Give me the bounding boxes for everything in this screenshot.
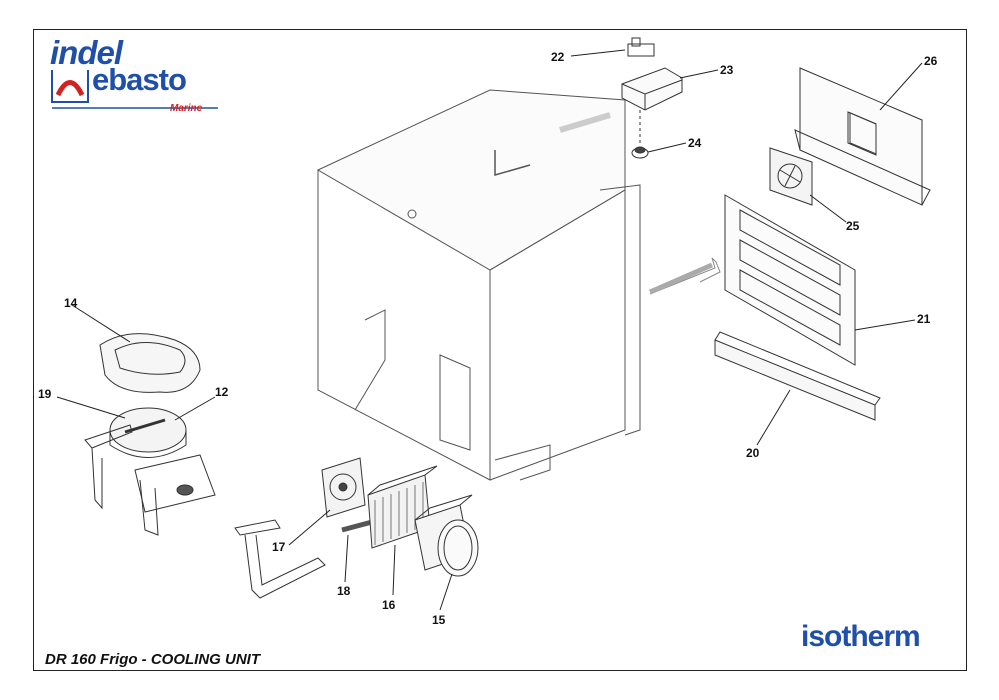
diagram-title: DR 160 Frigo - COOLING UNIT bbox=[45, 651, 261, 668]
callout-25: 25 bbox=[846, 219, 860, 233]
callout-20: 20 bbox=[746, 446, 760, 460]
part-26-bracket bbox=[794, 67, 931, 206]
cabinet bbox=[316, 89, 721, 481]
part-15-fan-housing bbox=[414, 494, 479, 577]
part-14-cover bbox=[99, 333, 201, 393]
part-22-thermostat bbox=[627, 37, 655, 57]
callout-21: 21 bbox=[917, 312, 931, 326]
isotherm-logo: isotherm bbox=[801, 620, 921, 653]
webasto-logo: ebasto bbox=[92, 62, 187, 97]
marine-logo: Marine bbox=[170, 103, 203, 114]
callout-18: 18 bbox=[337, 584, 351, 598]
part-24-knob bbox=[631, 146, 649, 159]
callout-17: 17 bbox=[272, 540, 286, 554]
part-12-compressor bbox=[109, 407, 187, 458]
leader-lines bbox=[56, 49, 923, 611]
part-21-evaporator bbox=[724, 194, 856, 366]
callout-15: 15 bbox=[432, 613, 446, 627]
indel-logo: indel bbox=[50, 34, 123, 71]
callout-26: 26 bbox=[924, 54, 938, 68]
compressor-brackets bbox=[84, 424, 216, 536]
part-20-tray bbox=[714, 331, 881, 421]
part-18-drier bbox=[341, 519, 373, 533]
part-25-fan bbox=[769, 147, 813, 206]
callout-16: 16 bbox=[382, 598, 396, 612]
bottom-bracket bbox=[234, 519, 326, 599]
callout-12: 12 bbox=[215, 385, 229, 399]
callout-14: 14 bbox=[64, 296, 78, 310]
part-23-cover bbox=[621, 67, 683, 111]
part-16-condenser bbox=[367, 465, 438, 549]
callout-24: 24 bbox=[688, 136, 702, 150]
callout-22: 22 bbox=[551, 50, 565, 64]
part-17-fan bbox=[321, 457, 366, 518]
callout-23: 23 bbox=[720, 63, 734, 77]
webasto-logo-mark bbox=[51, 70, 89, 103]
callout-19: 19 bbox=[38, 387, 52, 401]
